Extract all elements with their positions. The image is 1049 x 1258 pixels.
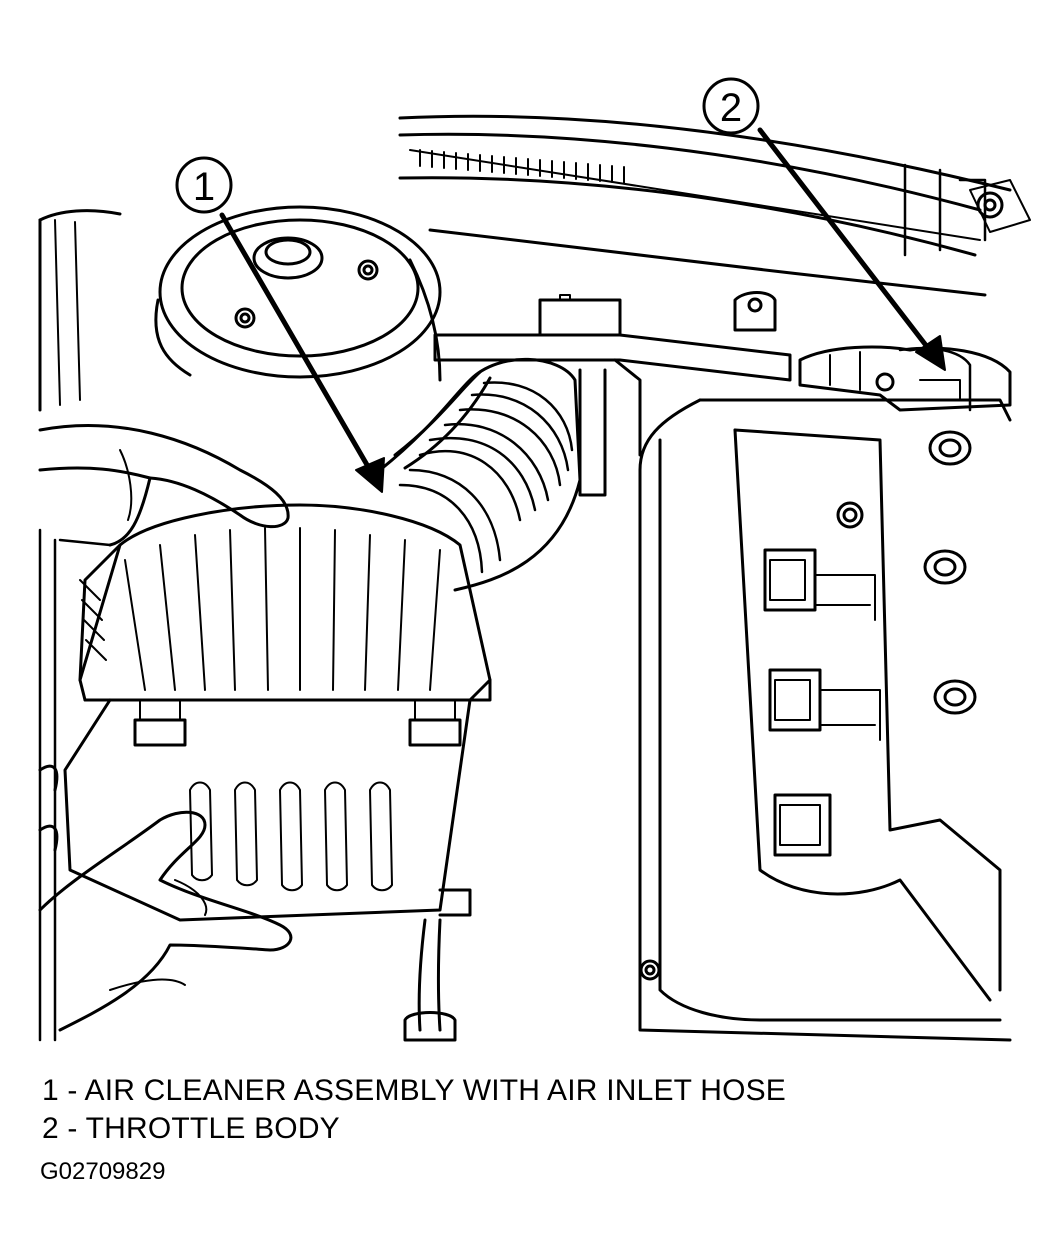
figure-id: G02709829: [40, 1158, 166, 1185]
strut-tower: [38, 205, 442, 412]
callout-2-arrowhead: [915, 335, 946, 371]
callout-2-number: 2: [720, 86, 742, 130]
hand-upper: [38, 424, 290, 547]
callout-1-circle: [175, 156, 233, 214]
intake-manifold: [638, 398, 1012, 1042]
air-inlet-hose: [378, 357, 582, 592]
callout-2-leader: [757, 127, 931, 351]
legend-item-1: 1 - AIR CLEANER ASSEMBLY WITH AIR INLET …: [42, 1074, 787, 1107]
callout-1-number: 1: [193, 165, 215, 209]
callout-2: 2: [702, 77, 946, 371]
air-cleaner-assembly: [63, 503, 492, 922]
callout-1-leader: [219, 212, 373, 473]
legend: 1 - AIR CLEANER ASSEMBLY WITH AIR INLET …: [42, 1072, 786, 1148]
hand-lower: [38, 810, 293, 1032]
wire-harness: [403, 918, 457, 1042]
cowl-panel: [398, 114, 1031, 297]
legend-item-2: 2 - THROTTLE BODY: [42, 1112, 340, 1145]
engine-bay-illustration: 1 2: [38, 77, 1031, 1042]
callout-1: 1: [175, 156, 385, 493]
support-bracket: [433, 291, 792, 497]
callout-2-circle: [702, 77, 760, 135]
fender-edge: [38, 528, 112, 1042]
callout-1-arrowhead: [355, 457, 385, 493]
